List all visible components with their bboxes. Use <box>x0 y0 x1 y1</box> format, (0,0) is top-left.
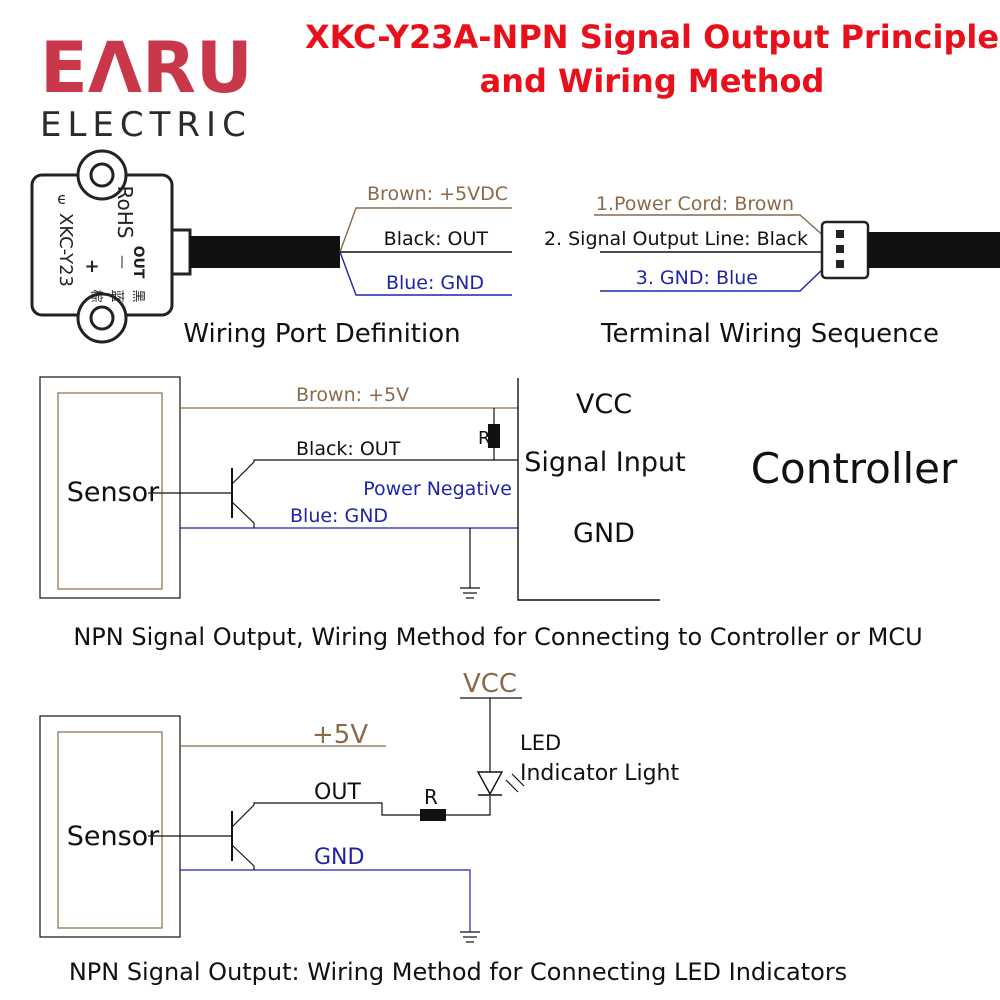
brand-subtitle: ELECTRIC <box>40 105 252 145</box>
terminal-power-label: 1.Power Cord: Brown <box>596 193 794 215</box>
led-label: LED <box>520 731 561 755</box>
led-gnd-label: GND <box>314 845 364 870</box>
port-black-label: Black: OUT <box>384 228 489 250</box>
terminal-lines <box>594 214 827 292</box>
rohs-text: RoHS <box>113 186 137 239</box>
port-blue-label: Blue: GND <box>386 272 484 294</box>
pin-plus-text: + <box>84 256 99 277</box>
controller-label: Controller <box>751 444 958 493</box>
led-plus5v-label: +5V <box>312 720 368 750</box>
controller-sensor-label: Sensor <box>67 477 160 508</box>
pin-minus-text: — <box>114 255 130 269</box>
pin-color-black-text: 黑 <box>130 289 145 302</box>
page-title-line2: and Wiring Method <box>480 62 825 100</box>
controller-blue-label: Blue: GND <box>290 505 388 527</box>
controller-caption: NPN Signal Output, Wiring Method for Con… <box>73 623 922 651</box>
led-resistor-label: R <box>424 785 438 809</box>
pin-out-text: OUT <box>130 246 146 279</box>
port-brown-label: Brown: +5VDC <box>367 183 508 205</box>
pin-color-blue-text: 蓝 <box>109 289 124 302</box>
controller-brown-label: Brown: +5V <box>296 384 409 406</box>
led-vcc-label: VCC <box>463 669 517 699</box>
wiring-port-lines <box>339 207 512 296</box>
led-out-label: OUT <box>314 780 361 805</box>
ce-mark-icon: ϵ <box>57 189 67 208</box>
sensor-body-illustration: XKC-Y23 RoHS + — OUT 棕 蓝 黑 ϵ <box>30 149 340 344</box>
terminal-signal-label: 2. Signal Output Line: Black <box>544 228 808 250</box>
controller-circuit <box>39 376 660 601</box>
wiring-port-caption: Wiring Port Definition <box>183 319 460 349</box>
page-title-line1: XKC-Y23A-NPN Signal Output Principle <box>305 18 999 56</box>
terminal-caption: Terminal Wiring Sequence <box>600 319 939 349</box>
controller-gnd-label: GND <box>573 518 635 549</box>
power-negative-label: Power Negative <box>363 478 512 500</box>
brand-logo: EΛRU <box>40 27 253 109</box>
terminal-connector <box>820 220 1000 280</box>
sensor-model-text: XKC-Y23 <box>55 213 76 287</box>
indicator-light-label: Indicator Light <box>520 761 679 786</box>
controller-black-label: Black: OUT <box>296 438 401 460</box>
controller-vcc-label: VCC <box>576 389 632 420</box>
led-caption: NPN Signal Output: Wiring Method for Con… <box>69 958 847 986</box>
pullup-resistor-label: R <box>478 428 491 449</box>
led-circuit <box>39 697 525 943</box>
pin-color-brown-text: 棕 <box>88 289 103 302</box>
controller-signal-input-label: Signal Input <box>524 447 685 478</box>
terminal-gnd-label: 3. GND: Blue <box>636 267 758 289</box>
led-sensor-label: Sensor <box>67 821 160 852</box>
